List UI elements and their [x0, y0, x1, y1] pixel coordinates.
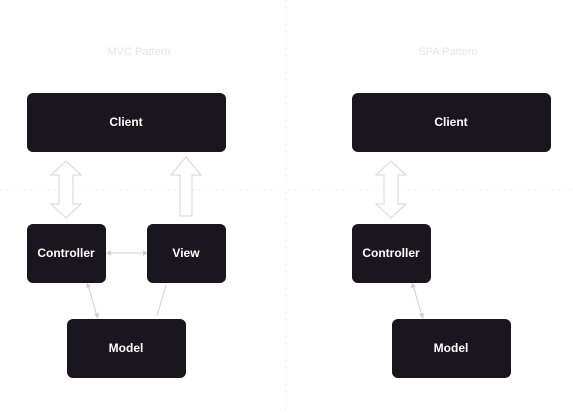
spa-controller-model-connector: [411, 282, 424, 319]
spa-model-label: Model: [434, 341, 469, 355]
mvc-controller-view-connector: [106, 250, 148, 256]
spa-client-node: Client: [352, 93, 551, 152]
mvc-controller-model-connector: [86, 282, 99, 319]
mvc-model-node: Model: [67, 319, 186, 378]
mvc-controller-node: Controller: [27, 224, 106, 283]
mvc-view-client-up-arrow: [169, 156, 203, 217]
spa-client-label: Client: [434, 115, 467, 129]
mvc-controller-label: Controller: [37, 246, 95, 260]
spa-controller-label: Controller: [362, 246, 420, 260]
spa-client-controller-double-arrow: [374, 160, 408, 219]
mvc-view-model-connector: [156, 284, 167, 317]
spa-model-node: Model: [392, 319, 511, 378]
mvc-view-label: View: [172, 246, 200, 260]
mvc-client-label: Client: [109, 115, 142, 129]
mvc-client-node: Client: [27, 93, 226, 152]
mvc-client-controller-double-arrow: [49, 160, 83, 219]
mvc-view-node: View: [147, 224, 226, 283]
spa-controller-node: Controller: [352, 224, 431, 283]
mvc-pattern-title: MVC Pattern: [108, 46, 171, 58]
spa-pattern-title: SPA Pattern: [418, 46, 477, 58]
mvc-model-label: Model: [109, 341, 144, 355]
